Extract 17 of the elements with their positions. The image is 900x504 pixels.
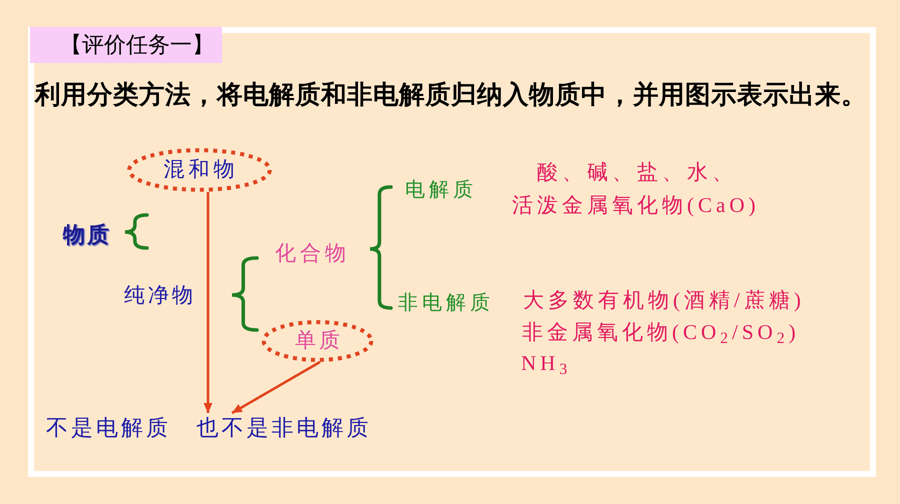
conclusion-text: 不是电解质 也不是非电解质 (46, 413, 372, 443)
circled-term: 单质 (262, 320, 373, 362)
example-text: 大多数有机物(酒精/蔗糖) (523, 287, 805, 314)
example-text: NH$_{3}$ (521, 350, 572, 378)
term-label: 化合物 (275, 238, 350, 268)
term-label: 纯净物 (124, 280, 196, 310)
instruction-text: 利用分类方法，将电解质和非电解质归纳入物质中，并用图示表示出来。 (35, 80, 867, 111)
term-label: 电解质 (405, 175, 477, 205)
circled-term: 混和物 (127, 148, 272, 192)
title-tab: 【评价任务一】 (30, 27, 222, 63)
example-text: 活泼金属氧化物(CaO) (512, 192, 760, 219)
example-text: 酸、碱、盐、水、 (537, 159, 737, 186)
arrow (231, 360, 321, 414)
arrow (204, 192, 212, 413)
term-label: 物质 (63, 220, 111, 250)
example-text: 非金属氧化物(CO$_{2}$/SO$_{2}$) (522, 319, 800, 347)
term-label: 非电解质 (398, 288, 494, 318)
